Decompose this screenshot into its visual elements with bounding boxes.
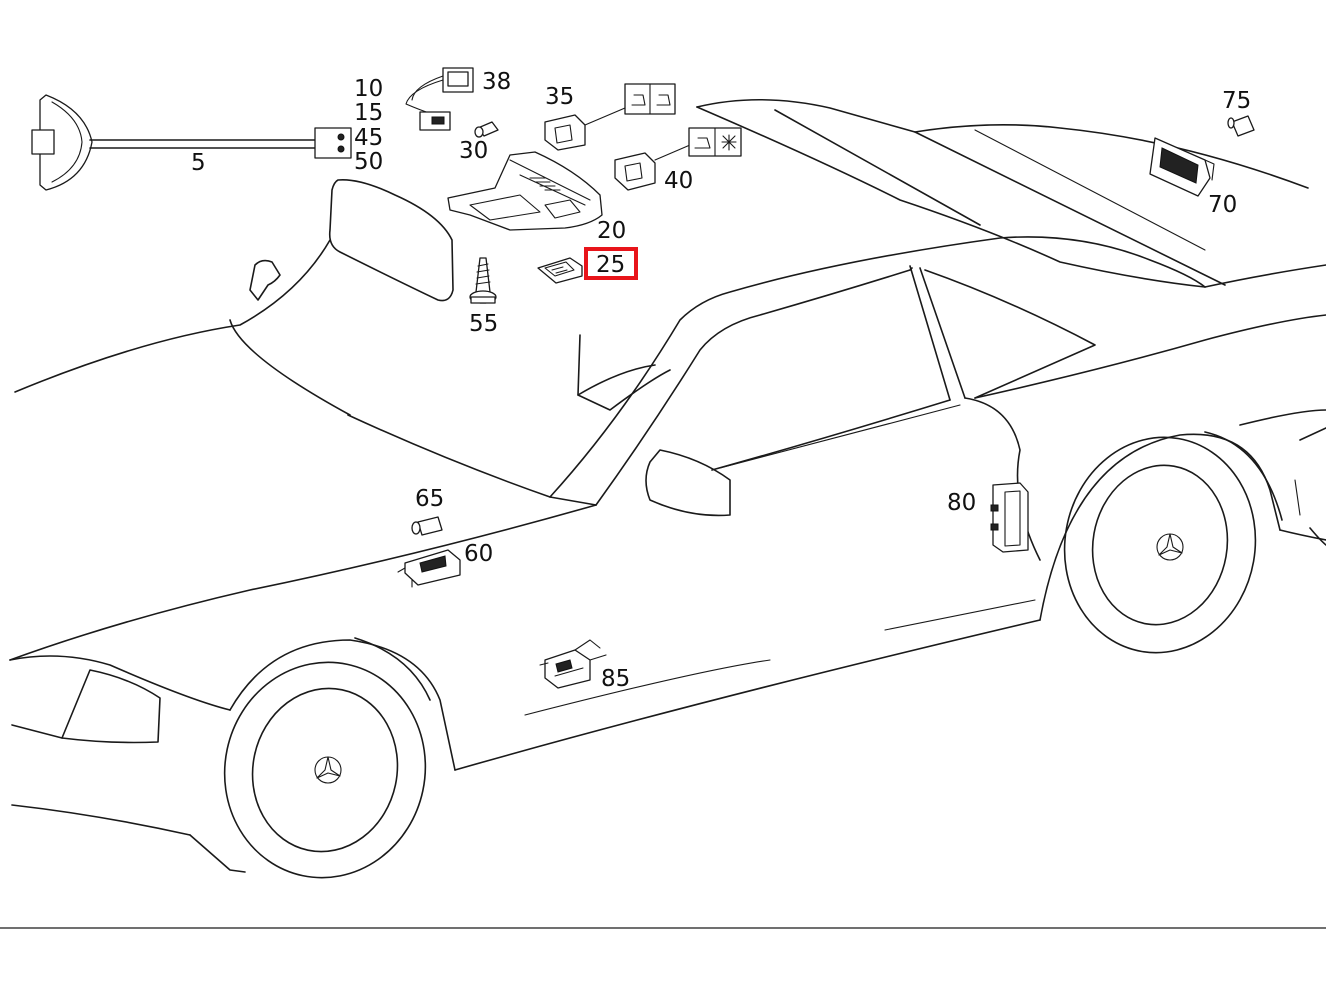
part-40-switch [614,127,742,191]
part-38-connector [405,67,474,131]
label-30: 30 [459,138,488,164]
rear-wheel [1063,436,1257,654]
label-5: 5 [191,150,206,176]
part-75-bulb [1227,115,1255,137]
label-70: 70 [1208,192,1237,218]
label-65: 65 [415,486,444,512]
part-60-lamp [397,549,461,588]
label-50: 50 [354,149,383,175]
label-85: 85 [601,666,630,692]
label-15: 15 [354,100,383,126]
label-38: 38 [482,69,511,95]
label-45: 45 [354,125,383,151]
label-55: 55 [469,311,498,337]
label-35: 35 [545,84,574,110]
part-20-overhead-console [447,151,603,231]
part-70-lamp [1149,137,1215,197]
part-35-switch [544,83,676,151]
part-30-bulb [474,121,499,138]
label-80: 80 [947,490,976,516]
label-25: 25 [596,252,625,278]
label-75: 75 [1222,88,1251,114]
front-wheel [223,661,427,879]
label-40: 40 [664,168,693,194]
car-outline [9,98,1326,873]
label-20: 20 [597,218,626,244]
part-65-bulb [411,516,443,536]
part-5-lamp-cable [31,94,352,191]
vanity-mirror [328,178,454,302]
label-10: 10 [354,76,383,102]
part-55-screw [469,257,497,304]
highlight-box [584,247,638,280]
label-60: 60 [464,541,493,567]
part-85-contact-switch [539,639,607,689]
part-80-switch [990,482,1029,553]
callouts: 5 10 15 45 50 38 30 35 40 20 25 55 75 70… [191,69,1251,692]
part-25-lens [537,257,583,284]
